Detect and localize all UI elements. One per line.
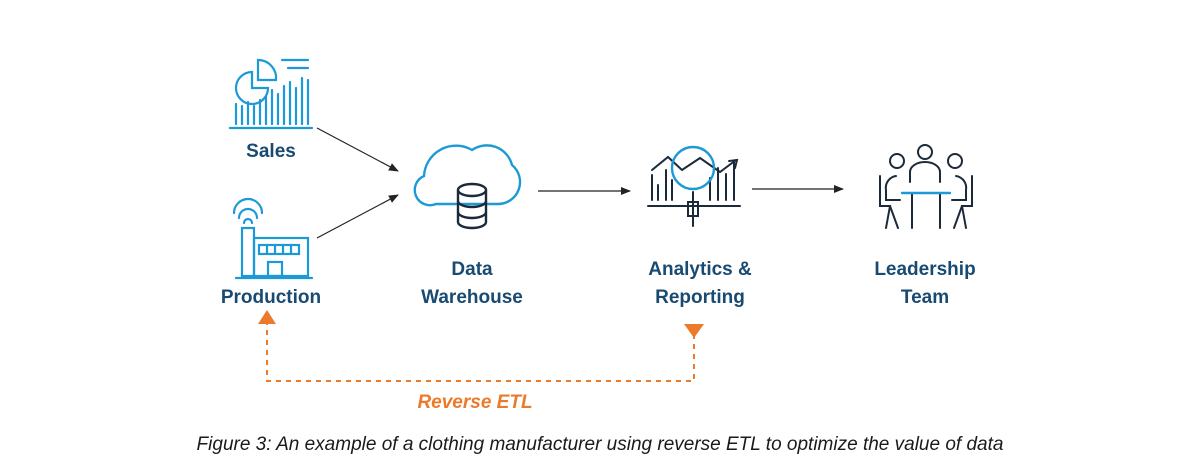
- figure-caption: Figure 3: An example of a clothing manuf…: [196, 434, 1004, 455]
- analytics-label-line1: Analytics &: [648, 259, 752, 280]
- warehouse-label-line2: Warehouse: [421, 287, 523, 308]
- analytics-chart-icon: [647, 145, 741, 227]
- production-to-warehouse-arrow: [316, 194, 399, 239]
- cloud-database-icon: [413, 144, 522, 230]
- leadership-label-line1: Leadership: [874, 259, 976, 280]
- sales-to-warehouse-arrow: [316, 127, 399, 172]
- sales-chart-icon: [228, 58, 314, 130]
- reverse-etl-dashed-line: [266, 324, 695, 382]
- leadership-label: Leadership Team: [855, 256, 995, 312]
- sales-label: Sales: [246, 141, 296, 162]
- reverse-etl-down-triangle: [684, 324, 704, 338]
- reverse-etl-label: Reverse ETL: [417, 392, 533, 413]
- leadership-label-line2: Team: [900, 287, 950, 308]
- production-label: Production: [220, 287, 322, 308]
- factory-icon: [232, 197, 314, 280]
- meeting-icon: [879, 144, 973, 229]
- warehouse-label: Data Warehouse: [407, 256, 537, 312]
- reverse-etl-up-triangle: [258, 310, 276, 324]
- analytics-label: Analytics & Reporting: [625, 256, 775, 312]
- analytics-label-line2: Reporting: [655, 287, 745, 308]
- warehouse-label-line1: Data: [451, 259, 493, 280]
